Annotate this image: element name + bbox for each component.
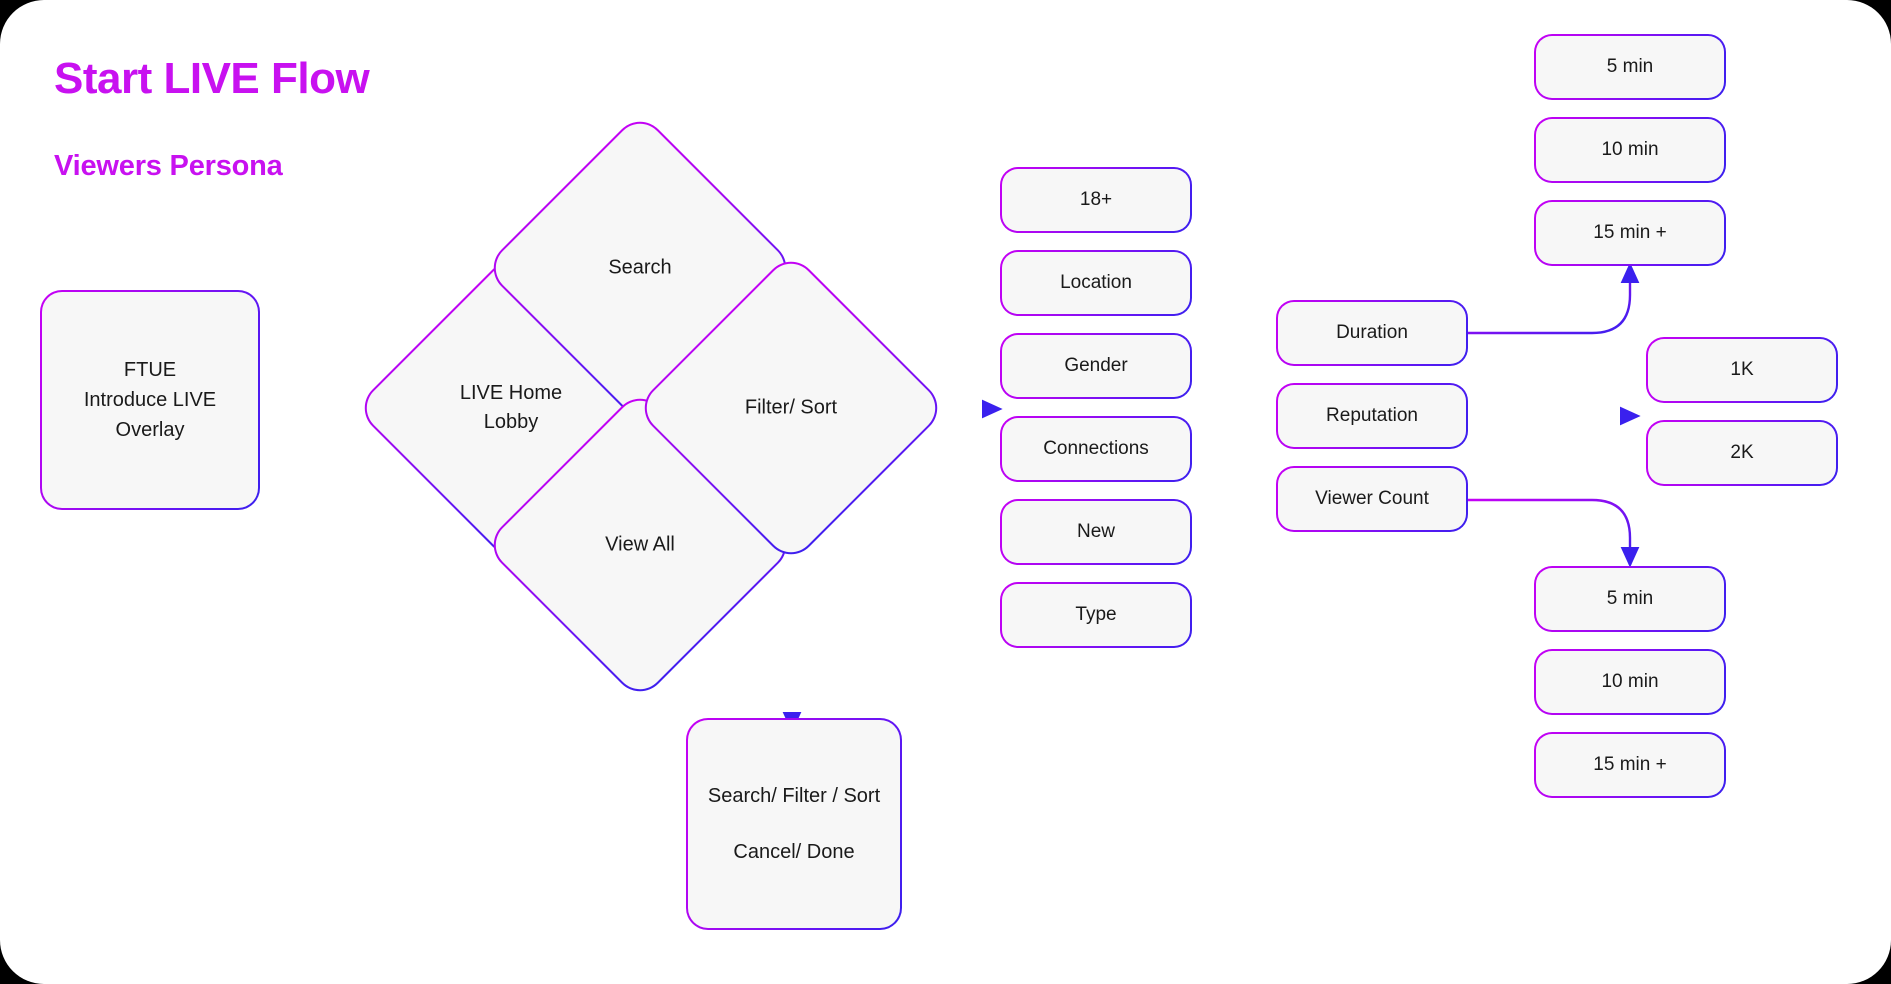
- duration-value-item-inner: 10 min: [1536, 119, 1724, 181]
- duration-value-item-label: 15 min +: [1593, 222, 1667, 244]
- reputation-value-item-inner: 1K: [1648, 339, 1836, 401]
- sort-criterion-item-label: Duration: [1336, 322, 1408, 344]
- viewer-count-value-item-label: 10 min: [1601, 671, 1659, 693]
- duration-value-item-inner: 15 min +: [1536, 202, 1724, 264]
- node-sheet-line1: Search/ Filter / Sort: [707, 785, 881, 807]
- duration-value-item[interactable]: 5 min: [1534, 34, 1726, 100]
- connector-duration-to-durations: [1468, 262, 1640, 335]
- viewer-count-value-item-inner: 10 min: [1536, 651, 1724, 713]
- filter-option-item-label: New: [1076, 521, 1115, 543]
- node-ftue-line1: FTUE: [123, 359, 177, 381]
- filter-option-item-label: Location: [1060, 272, 1132, 294]
- viewer-count-value-item[interactable]: 5 min: [1534, 566, 1726, 632]
- duration-value-item-label: 5 min: [1606, 56, 1654, 78]
- filter-option-item-inner: New: [1002, 501, 1190, 563]
- node-filter-sort-label: Filter/ Sort: [744, 396, 838, 419]
- sort-criterion-item[interactable]: Reputation: [1276, 383, 1468, 449]
- viewer-count-value-item-label: 15 min +: [1593, 754, 1667, 776]
- node-view-all-label: View All: [605, 533, 675, 556]
- filter-option-item[interactable]: Type: [1000, 582, 1192, 648]
- filter-option-item-inner: 18+: [1002, 169, 1190, 231]
- sort-criterion-item[interactable]: Duration: [1276, 300, 1468, 366]
- sort-criterion-item-inner: Viewer Count: [1278, 468, 1466, 530]
- node-ftue-line3: Overlay: [115, 419, 185, 441]
- node-sheet-inner: Search/ Filter / Sort Cancel/ Done: [688, 720, 900, 928]
- duration-value-item[interactable]: 10 min: [1534, 117, 1726, 183]
- node-search-label: Search: [608, 256, 672, 279]
- sort-criterion-item-label: Reputation: [1326, 405, 1418, 427]
- page-title: Start LIVE Flow: [54, 54, 370, 103]
- viewer-count-value-item-inner: 15 min +: [1536, 734, 1724, 796]
- sort-criterion-item-inner: Duration: [1278, 302, 1466, 364]
- node-search-filter-sort-sheet[interactable]: Search/ Filter / Sort Cancel/ Done: [686, 718, 902, 930]
- filter-option-item[interactable]: Location: [1000, 250, 1192, 316]
- sort-criterion-item-inner: Reputation: [1278, 385, 1466, 447]
- filter-option-item-inner: Gender: [1002, 335, 1190, 397]
- viewer-count-value-item-inner: 5 min: [1536, 568, 1724, 630]
- filter-option-item-inner: Type: [1002, 584, 1190, 646]
- reputation-value-item-label: 1K: [1730, 359, 1754, 381]
- filter-option-item[interactable]: Gender: [1000, 333, 1192, 399]
- sort-criterion-item[interactable]: Viewer Count: [1276, 466, 1468, 532]
- filter-option-item[interactable]: New: [1000, 499, 1192, 565]
- filter-option-item-inner: Location: [1002, 252, 1190, 314]
- node-ftue-line2: Introduce LIVE: [83, 389, 217, 411]
- sort-criterion-item-label: Viewer Count: [1315, 488, 1429, 510]
- filter-option-item-inner: Connections: [1002, 418, 1190, 480]
- node-ftue-inner: FTUE Introduce LIVE Overlay: [42, 292, 258, 508]
- duration-value-item-inner: 5 min: [1536, 36, 1724, 98]
- node-live-home-lobby-label: LIVE Home Lobby: [459, 382, 563, 433]
- filter-option-item[interactable]: Connections: [1000, 416, 1192, 482]
- filter-option-item-label: Gender: [1064, 355, 1128, 377]
- reputation-value-item-label: 2K: [1730, 442, 1754, 464]
- reputation-value-item[interactable]: 1K: [1646, 337, 1838, 403]
- filter-option-item-label: Connections: [1043, 438, 1149, 460]
- page-subtitle: Viewers Persona: [54, 150, 283, 182]
- viewer-count-value-item[interactable]: 15 min +: [1534, 732, 1726, 798]
- duration-value-item[interactable]: 15 min +: [1534, 200, 1726, 266]
- filter-option-item[interactable]: 18+: [1000, 167, 1192, 233]
- reputation-value-item-inner: 2K: [1648, 422, 1836, 484]
- filter-option-item-label: Type: [1075, 604, 1117, 626]
- viewer-count-value-item-label: 5 min: [1606, 588, 1654, 610]
- node-sheet-line2: Cancel/ Done: [733, 841, 855, 863]
- connector-viewercount-to-values: [1468, 498, 1640, 568]
- filter-option-item-label: 18+: [1079, 189, 1113, 211]
- reputation-value-item[interactable]: 2K: [1646, 420, 1838, 486]
- viewer-count-value-item[interactable]: 10 min: [1534, 649, 1726, 715]
- duration-value-item-label: 10 min: [1601, 139, 1659, 161]
- node-ftue[interactable]: FTUE Introduce LIVE Overlay: [40, 290, 260, 510]
